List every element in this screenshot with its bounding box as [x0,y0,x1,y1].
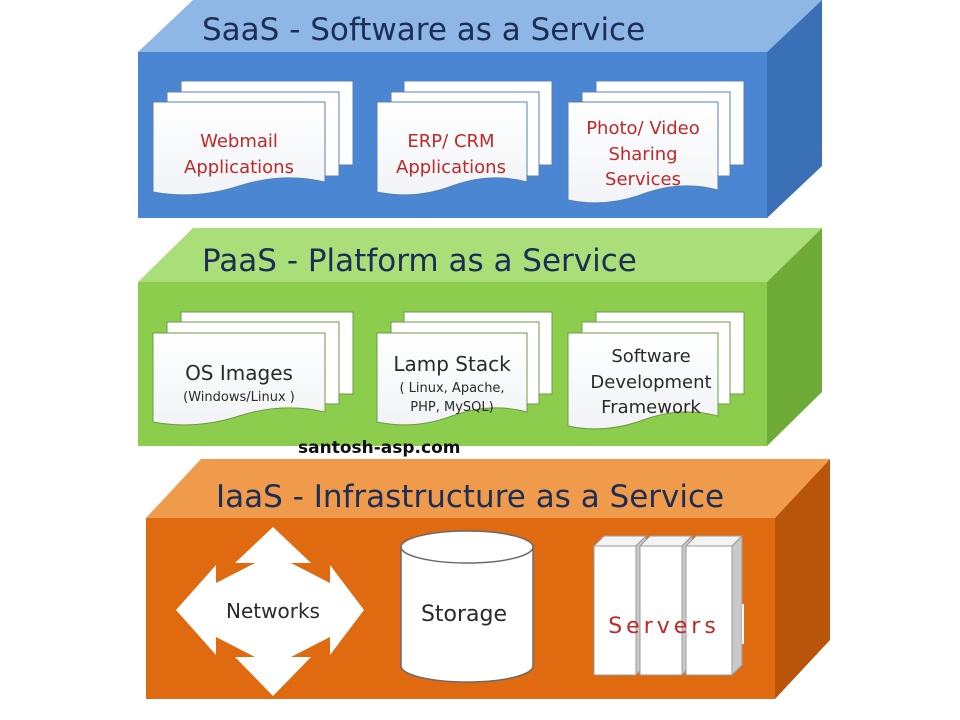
paas-card-os-title: OS Images [185,361,293,385]
paas-card-sdf-line2: Development [590,372,711,393]
saas-card-webmail-line1: Webmail [200,131,278,152]
saas-card-erp-line2: Applications [396,157,506,178]
iaas-title: IaaS - Infrastructure as a Service [216,479,724,515]
storage-label: Storage [421,602,507,627]
paas-layer: PaaS - Platform as a Service OS Images (… [138,228,822,446]
saas-layer: SaaS - Software as a Service Webmail App… [138,0,822,218]
saas-side-face [767,0,822,218]
paas-card-lamp-stack: Lamp Stack ( Linux, Apache, PHP, MySQL) [376,311,553,426]
servers-label: Servers [608,614,720,639]
saas-card-photo-line2: Sharing [608,144,677,165]
networks-label: Networks [226,599,320,623]
saas-card-erp-crm: ERP/ CRM Applications [376,80,553,196]
servers-item: Servers [592,534,744,677]
paas-top-face [138,228,822,282]
paas-card-sdf: Software Development Framework [567,311,745,430]
paas-card-os-detail: (Windows/Linux ) [183,390,295,405]
iaas-layer: IaaS - Infrastructure as a Service Netwo… [146,459,830,699]
saas-card-photo-video: Photo/ Video Sharing Services [567,80,745,204]
paas-card-os-images: OS Images (Windows/Linux ) [152,311,354,426]
saas-top-face [138,0,822,52]
paas-card-lamp-detail2: PHP, MySQL) [410,400,493,415]
saas-card-erp-line1: ERP/ CRM [407,131,494,152]
saas-card-webmail: Webmail Applications [152,80,354,196]
saas-card-webmail-line2: Applications [184,157,294,178]
networks-item: Networks [176,527,364,696]
iaas-side-face [775,459,830,699]
paas-card-sdf-line1: Software [611,346,690,367]
paas-side-face [767,228,822,446]
database-icon [400,530,534,683]
iaas-top-face [146,459,830,518]
paas-card-lamp-title: Lamp Stack [393,352,511,376]
paas-card-sdf-line3: Framework [601,397,701,418]
paas-card-lamp-detail1: ( Linux, Apache, [399,381,504,396]
saas-title: SaaS - Software as a Service [202,12,645,48]
watermark: santosh-asp.com [298,438,461,458]
paas-title: PaaS - Platform as a Service [202,243,637,279]
storage-item: Storage [400,530,534,683]
networks-arrow-icon [176,527,364,696]
server-rack-icon [592,534,744,677]
saas-card-photo-line1: Photo/ Video [586,118,700,139]
saas-card-photo-line3: Services [605,169,681,190]
